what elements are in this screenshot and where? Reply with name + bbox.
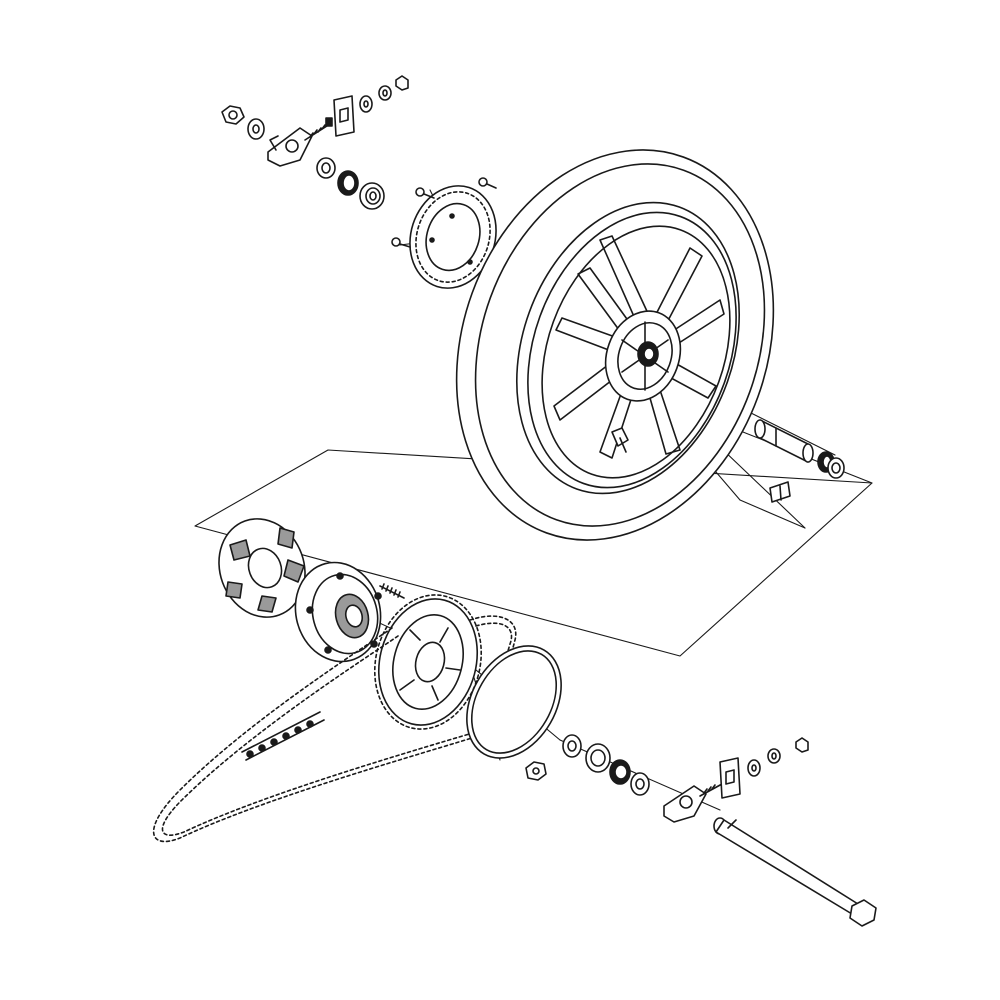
- valve-stem-icon: [611, 427, 629, 453]
- wheel-hub: [604, 310, 682, 402]
- axle-shaft-icon: [713, 817, 877, 927]
- chain-adjuster-left-icon: [267, 127, 313, 167]
- spacer-left-icon: [316, 157, 336, 179]
- adjuster-plate-left-icon: [333, 95, 355, 137]
- o-ring-icon: [466, 645, 562, 759]
- adjuster-plate-right-icon: [719, 757, 741, 799]
- chain-segment: [241, 711, 325, 761]
- abs-tone-ring-icon: [409, 185, 497, 289]
- wheel-spokes: [553, 235, 725, 459]
- washer-small-left-icon: [359, 95, 373, 113]
- hub-stud-icon: [379, 583, 405, 599]
- spacer-small-icon: [769, 481, 791, 503]
- dust-seal-left-icon: [337, 170, 359, 196]
- chain-adjuster-right-icon: [663, 785, 707, 823]
- bearing-left-icon: [359, 182, 385, 210]
- adjuster-bolt-right-icon: [699, 783, 723, 797]
- collar-icon: [754, 419, 814, 463]
- spacer-lower-icon: [562, 734, 582, 758]
- sprocket-nut-icon: [525, 761, 547, 781]
- collar-lower-icon: [630, 772, 650, 796]
- bearing-lower-icon: [585, 743, 611, 773]
- damper-rubber-icon: [218, 518, 306, 618]
- bearing-right-icon: [817, 451, 845, 479]
- washer-left-icon: [247, 118, 265, 140]
- dust-seal-lower-icon: [609, 759, 631, 785]
- nut-right-icon: [767, 737, 809, 764]
- axle-nut-left-icon: [221, 105, 245, 125]
- sprocket-hub-icon: [294, 561, 382, 663]
- rear-wheel-tire-icon: [455, 149, 775, 541]
- nut-small-left-icon: [378, 75, 409, 101]
- rear-sprocket-icon: [373, 594, 483, 730]
- washer-right-icon: [747, 759, 761, 777]
- adjuster-bolt-left-icon: [304, 117, 333, 141]
- tone-ring-bolt-icon: [391, 177, 497, 248]
